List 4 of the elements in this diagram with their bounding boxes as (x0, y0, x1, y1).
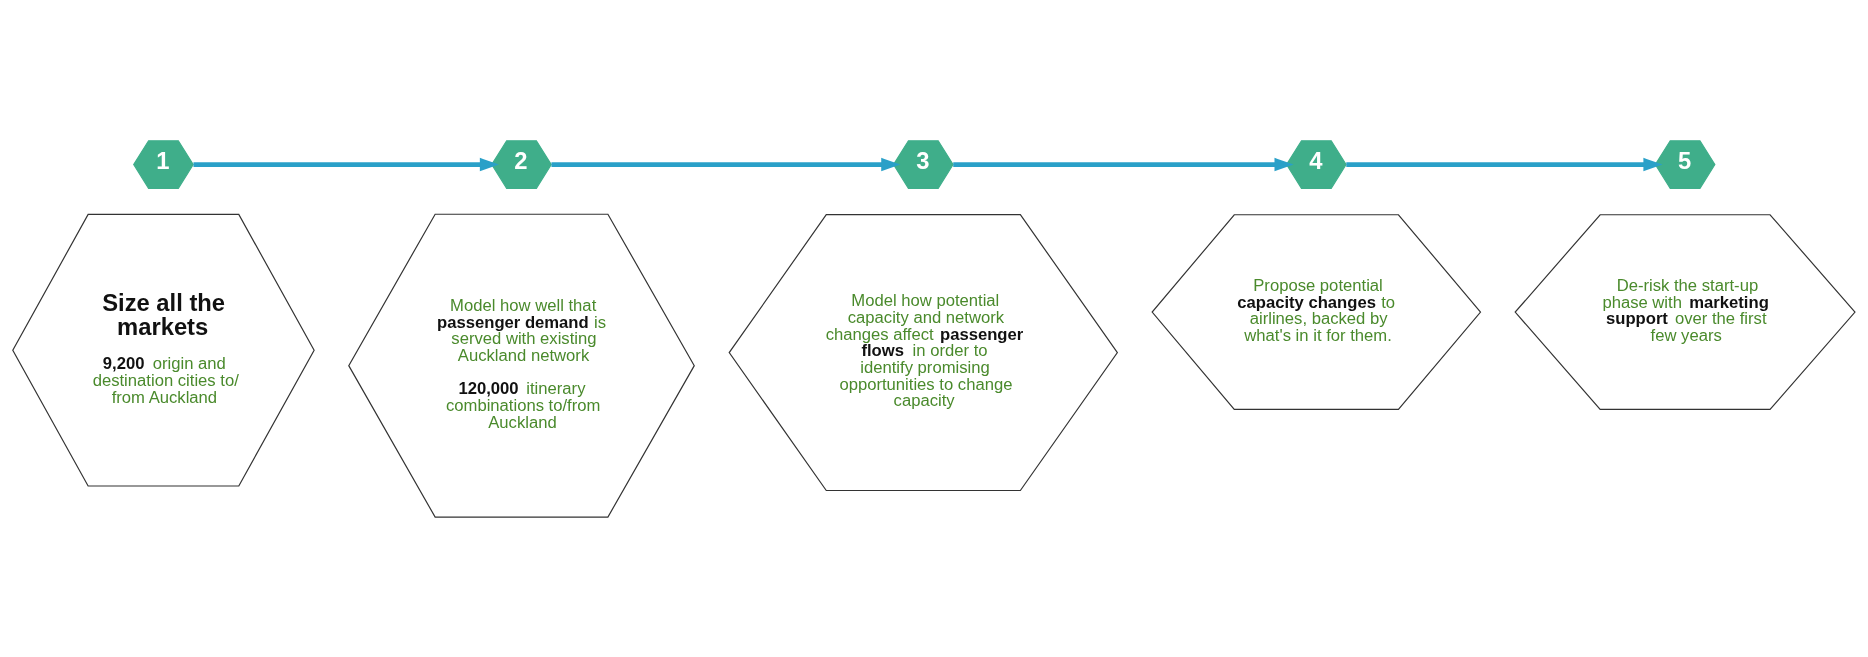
arrow (551, 157, 901, 171)
arrow (193, 157, 499, 171)
arrow (1346, 157, 1663, 171)
arrow (953, 157, 1294, 171)
